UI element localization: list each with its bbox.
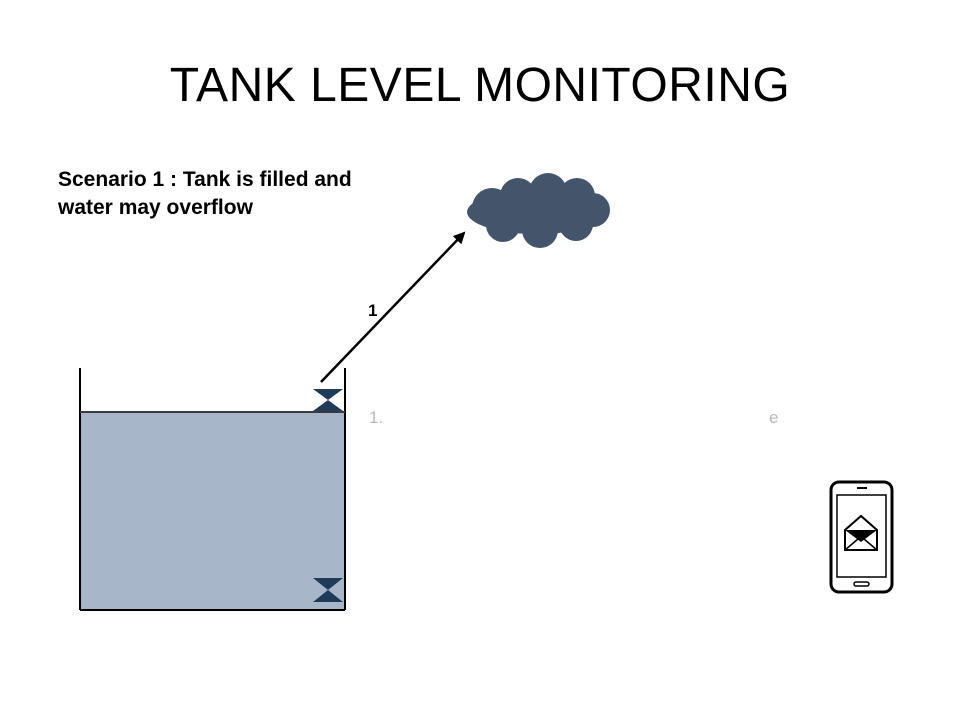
top-level-sensor-icon [313,389,343,411]
signal-arrow [320,231,466,383]
scenario-line-1: Scenario 1 : Tank is filled and [58,168,352,191]
bottom-level-sensor-icon [313,578,343,602]
tank-water [80,412,345,610]
faint-text-left: 1. [369,408,384,427]
scenario-description: Scenario 1 : Tank is filled and water ma… [58,166,438,222]
faint-text-right: e [769,408,779,427]
cloud-icon [467,173,610,248]
water-tank [79,368,346,611]
scenario-line-2: water may overflow [58,196,253,219]
envelope-icon [844,514,878,551]
page-title: TANK LEVEL MONITORING [169,59,791,112]
arrow-step-label: 1 [368,301,378,320]
